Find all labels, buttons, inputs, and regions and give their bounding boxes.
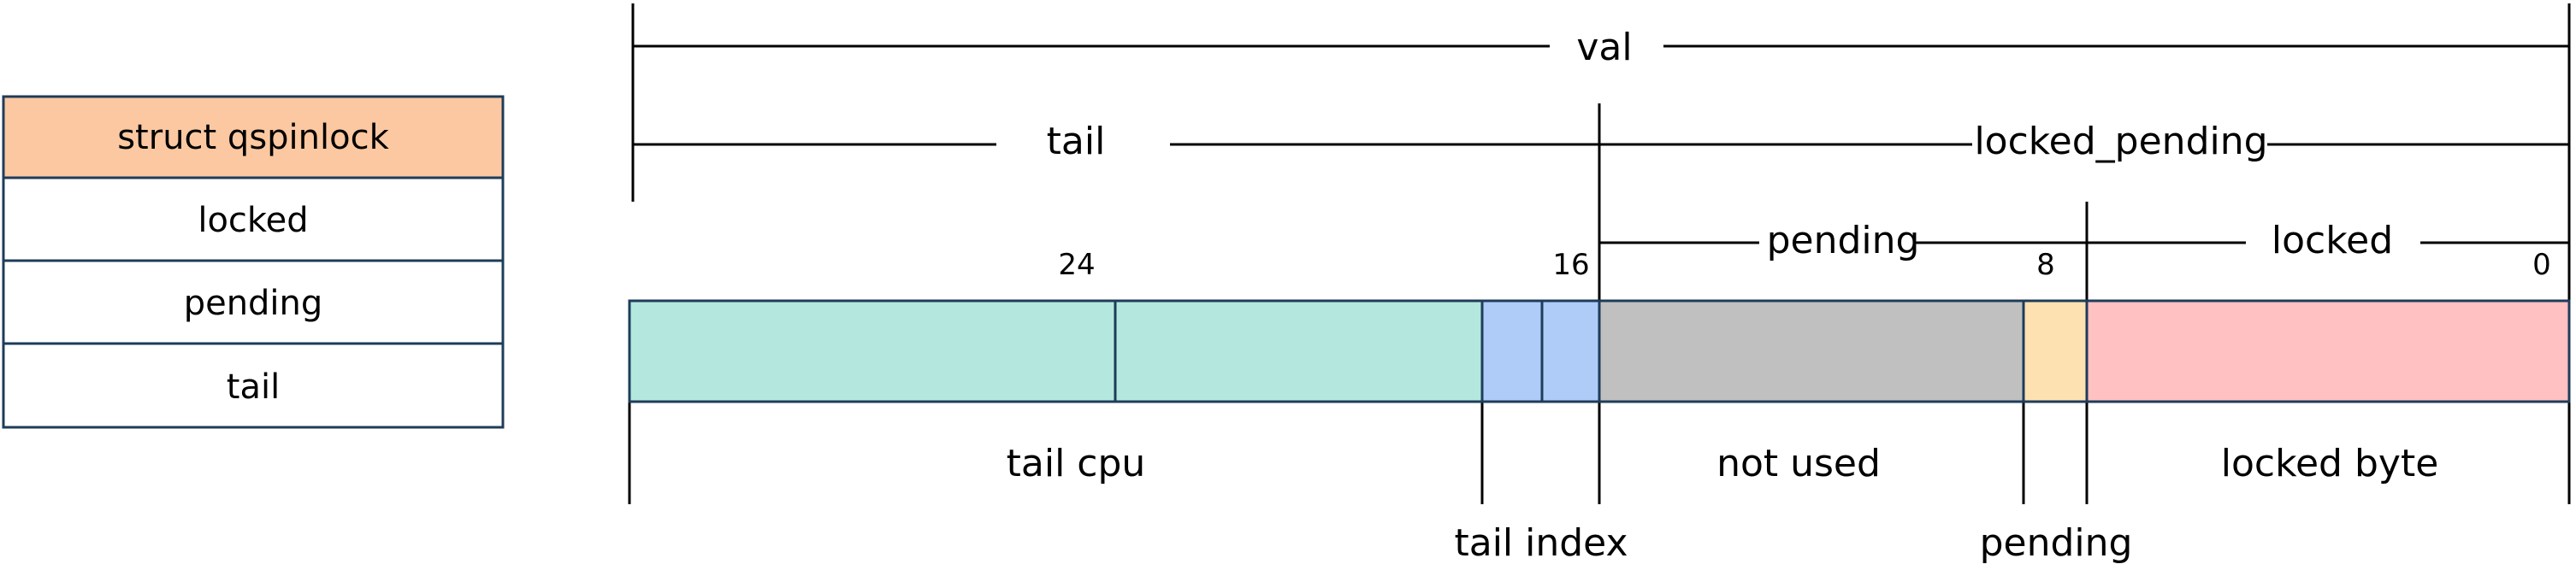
bit-number-labels: 24 16 8 0 [1058,248,2550,282]
tail-index-segment-0 [1540,299,1601,403]
struct-header-label: struct qspinlock [117,118,389,157]
region-labels: tail cpu not used locked byte tail index… [1007,442,2439,565]
tail-cpu-label: tail cpu [1007,442,1146,485]
tail-cpu-segment-upper [628,299,1117,403]
struct-qspinlock-table: struct qspinlock locked pending tail [2,95,505,429]
bit-16-label: 16 [1552,248,1589,282]
struct-field-cell-tail [2,342,505,429]
tail-cpu-segment-lower [1114,299,1484,403]
locked-byte-segment [2085,299,2571,403]
locked-byte-label: locked byte [2221,442,2439,485]
not-used-label: not used [1716,442,1881,485]
pending-dimension-label: pending [1767,219,1920,262]
bit-0-label: 0 [2532,248,2551,282]
bit-field-bar [628,299,2571,403]
struct-field-cell-pending [2,259,505,345]
struct-field-tail: tail [227,367,280,407]
locked-pending-label: locked_pending [1974,120,2267,163]
bit-8-label: 8 [2036,248,2055,282]
bit-24-label: 24 [1058,248,1095,282]
struct-field-locked: locked [198,201,308,240]
tail-label: tail [1047,120,1106,163]
struct-field-pending: pending [184,284,323,323]
struct-field-cell-locked [2,176,505,262]
dimension-labels: val tail locked_pending pending locked [1047,26,2393,262]
val-label: val [1576,26,1632,69]
locked-dimension-label: locked [2272,219,2393,262]
tail-index-label: tail index [1454,521,1628,565]
not-used-segment [1598,299,2025,403]
struct-header-cell [2,95,505,179]
pending-region-label: pending [1980,521,2133,565]
tail-index-segment-1 [1480,299,1544,403]
pending-segment [2022,299,2089,403]
